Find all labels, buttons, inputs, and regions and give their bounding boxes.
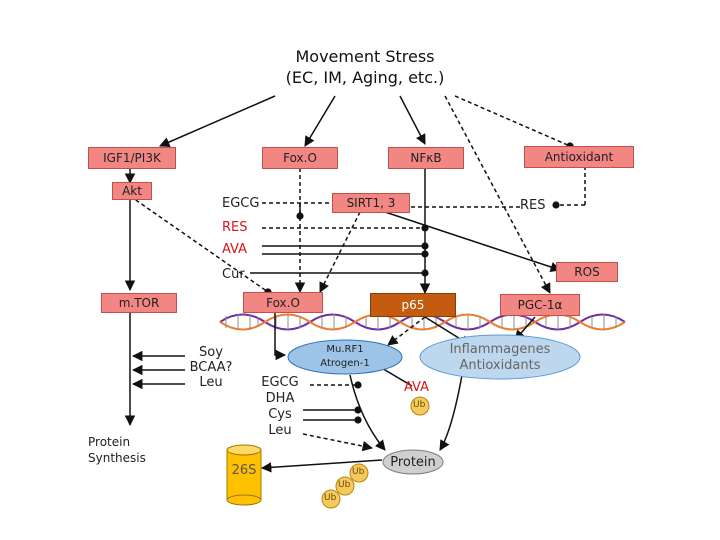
mtor-box: m.TOR: [101, 293, 177, 313]
res-left-label: RES: [222, 220, 248, 235]
antioxidant-box: Antioxidant: [524, 146, 634, 168]
res-right-label: RES: [520, 198, 546, 213]
protein-synthesis-line-2: Synthesis: [88, 451, 146, 465]
protein-synthesis-label: Protein Synthesis: [88, 434, 146, 466]
ava-left-label: AVA: [222, 242, 248, 257]
ava-right-label: AVA: [404, 380, 430, 395]
protein-synthesis-line-1: Protein: [88, 435, 131, 449]
murf-label: Mu.RF1 Atrogen-1: [300, 341, 390, 373]
proteasome-label: 26S: [231, 462, 257, 478]
murf-line-1: Mu.RF1: [326, 344, 364, 355]
dha-label: DHA: [265, 391, 295, 406]
ub-label: Ub: [413, 400, 426, 410]
inflammagenes-ellipse: [419, 334, 581, 380]
ros-box: ROS: [556, 262, 618, 282]
title: Movement Stress (EC, IM, Aging, etc.): [240, 46, 490, 88]
title-line-1: Movement Stress: [295, 47, 435, 66]
proteasome-cylinder: [226, 444, 262, 506]
inflammagenes-line-1: Inflammagenes: [449, 342, 551, 357]
inflammagenes-line-2: Antioxidants: [459, 358, 541, 373]
sirt-box: SIRT1, 3: [332, 193, 410, 213]
p65-box: p65: [370, 293, 456, 317]
soy-line-3: Leu: [199, 375, 223, 390]
cys-label: Cys: [268, 407, 292, 422]
protein-ellipse: [382, 449, 444, 475]
foxo-top-box: Fox.O: [262, 147, 338, 169]
protein-label: Protein: [390, 454, 436, 470]
akt-box: Akt: [112, 182, 152, 200]
egcg-label: EGCG: [222, 196, 260, 211]
murf-line-2: Atrogen-1: [320, 358, 370, 369]
pgc-box: PGC-1α: [500, 294, 580, 316]
murf-ellipse: [287, 339, 403, 375]
soy-line-1: Soy: [199, 345, 223, 360]
ub-label: Ub: [352, 467, 365, 477]
ub-label: Ub: [338, 480, 351, 490]
inhibitor-group-label: EGCG DHA Cys Leu: [256, 375, 304, 439]
soy-label: Soy BCAA? Leu: [186, 345, 236, 390]
egcg2-label: EGCG: [261, 375, 299, 390]
nfkb-box: NFκB: [388, 147, 464, 169]
igf1-pi3k-box: IGF1/PI3K: [88, 147, 176, 169]
soy-line-2: BCAA?: [189, 360, 233, 375]
title-line-2: (EC, IM, Aging, etc.): [285, 68, 445, 87]
ub-label: Ub: [324, 493, 337, 503]
stress-arrows: [159, 95, 574, 294]
ub-molecules: [321, 396, 430, 509]
inflammagenes-label: Inflammagenes Antioxidants: [430, 340, 570, 376]
pathway-connectors: [124, 166, 586, 473]
cur-label: Cur: [222, 267, 245, 282]
leu2-label: Leu: [268, 423, 292, 438]
foxo-mid-box: Fox.O: [243, 292, 323, 313]
